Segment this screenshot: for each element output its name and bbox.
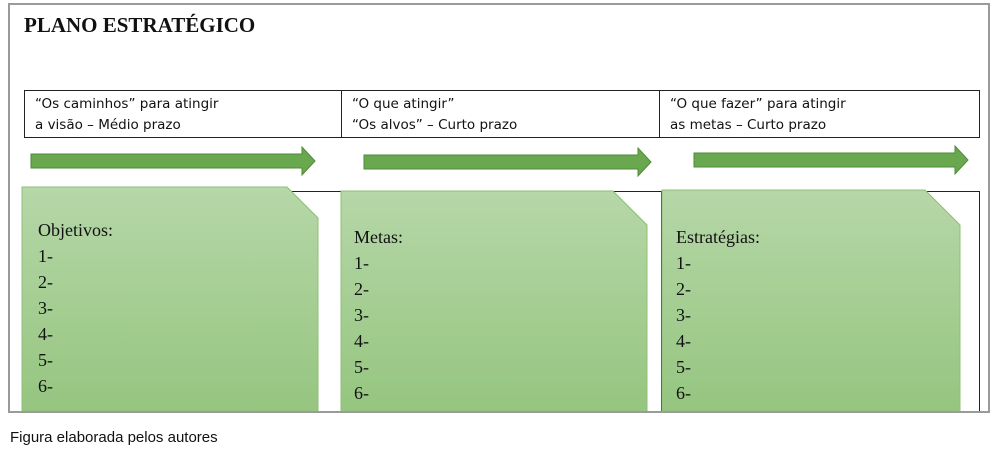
column-divider-left bbox=[24, 191, 25, 411]
card-3-text: Estratégias: 1- 2- 3- 4- 5- 6- bbox=[676, 224, 760, 406]
card-1-item: 6- bbox=[38, 376, 53, 396]
header-3-line-2: as metas – Curto prazo bbox=[670, 117, 827, 133]
card-1-title: Objetivos: bbox=[38, 220, 113, 240]
card-2-text: Metas: 1- 2- 3- 4- 5- 6- bbox=[354, 224, 403, 406]
card-3-item: 3- bbox=[676, 305, 691, 325]
card-3-title: Estratégias: bbox=[676, 227, 760, 247]
card-3-item: 4- bbox=[676, 331, 691, 351]
header-1-line-1: “Os caminhos” para atingir bbox=[35, 96, 219, 112]
card-1-item: 4- bbox=[38, 324, 53, 344]
card-1-item: 5- bbox=[38, 350, 53, 370]
header-box-2: “O que atingir” “Os alvos” – Curto prazo bbox=[342, 90, 660, 138]
card-2-item: 6- bbox=[354, 383, 369, 403]
card-2-item: 4- bbox=[354, 331, 369, 351]
card-3-item: 6- bbox=[676, 383, 691, 403]
card-2-item: 2- bbox=[354, 279, 369, 299]
card-2-title: Metas: bbox=[354, 227, 403, 247]
header-2-line-2: “Os alvos” – Curto prazo bbox=[352, 117, 518, 133]
card-1-item: 1- bbox=[38, 246, 53, 266]
arrow-1 bbox=[30, 145, 316, 177]
card-1-item: 3- bbox=[38, 298, 53, 318]
card-1-text: Objetivos: 1- 2- 3- 4- 5- 6- bbox=[38, 217, 113, 399]
card-2-item: 1- bbox=[354, 253, 369, 273]
column-divider-right bbox=[979, 191, 980, 411]
cards-top-border bbox=[24, 191, 980, 411]
arrow-2 bbox=[363, 146, 652, 178]
figure-caption: Figura elaborada pelos autores bbox=[10, 429, 218, 446]
card-3-item: 5- bbox=[676, 357, 691, 377]
card-2-item: 5- bbox=[354, 357, 369, 377]
column-divider-1 bbox=[341, 191, 342, 411]
card-3-item: 2- bbox=[676, 279, 691, 299]
header-3-line-1: “O que fazer” para atingir bbox=[670, 96, 846, 112]
diagram-title: PLANO ESTRATÉGICO bbox=[24, 13, 256, 37]
card-2-item: 3- bbox=[354, 305, 369, 325]
diagram-frame: PLANO ESTRATÉGICO “Os caminhos” para ati… bbox=[8, 3, 990, 413]
arrow-3 bbox=[693, 144, 969, 176]
card-1-item: 2- bbox=[38, 272, 53, 292]
column-divider-2 bbox=[661, 191, 662, 411]
card-3-item: 1- bbox=[676, 253, 691, 273]
header-box-1: “Os caminhos” para atingir a visão – Méd… bbox=[24, 90, 342, 138]
header-1-line-2: a visão – Médio prazo bbox=[35, 117, 181, 133]
header-box-3: “O que fazer” para atingir as metas – Cu… bbox=[660, 90, 980, 138]
header-2-line-1: “O que atingir” bbox=[352, 96, 455, 112]
